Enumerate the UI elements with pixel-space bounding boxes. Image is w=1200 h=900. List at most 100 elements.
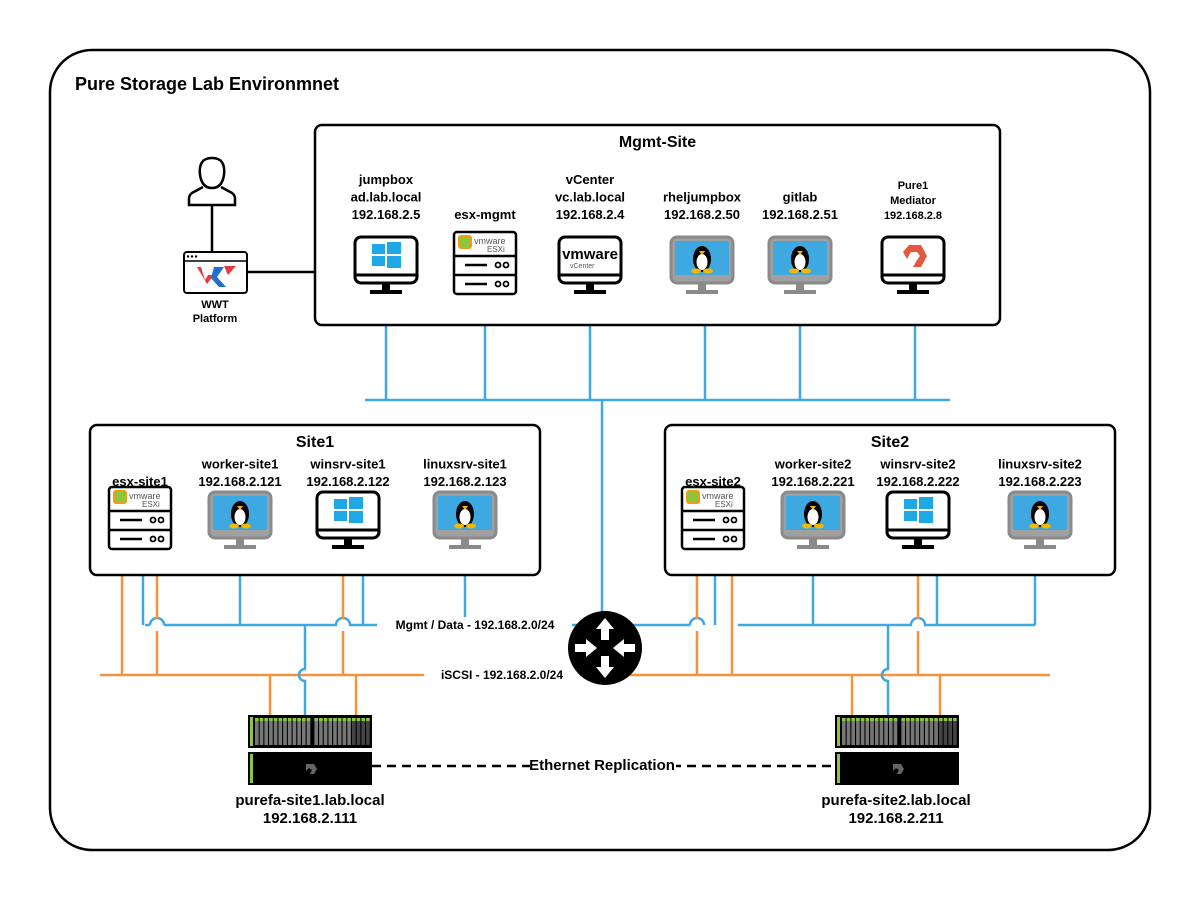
wwt-platform-label: Platform <box>193 313 238 325</box>
node-label: 192.168.2.50 <box>664 207 740 222</box>
node-esx-site2: esx-site2 <box>685 474 741 489</box>
vmware-logo: vmware <box>702 491 734 501</box>
label-bg <box>377 617 572 633</box>
node-winsrv-site1: winsrv-site1 192.168.2.122 <box>306 457 389 490</box>
site1-box <box>88 423 542 577</box>
array1-mgmt-wire <box>297 625 307 715</box>
array-label: 192.168.2.111 <box>263 810 357 827</box>
node-label: 192.168.2.222 <box>876 474 959 489</box>
node-label: vCenter <box>566 172 614 187</box>
iscsi-network-label: iSCSI - 192.168.2.0/24 <box>441 668 563 682</box>
esxi-logo-text: ESXi <box>715 500 733 509</box>
tux-icon <box>1029 501 1051 529</box>
node-label: winsrv-site1 <box>309 457 385 472</box>
array-label: purefa-site1.lab.local <box>235 792 384 809</box>
node-label: 192.168.2.223 <box>998 474 1081 489</box>
wwt-platform-label: WWT <box>201 299 229 311</box>
node-label: 192.168.2.123 <box>423 474 506 489</box>
node-worker-site2: worker-site2 192.168.2.221 <box>771 457 854 490</box>
node-label: 192.168.2.121 <box>198 474 281 489</box>
linux-monitor-icon <box>432 490 498 549</box>
windows-monitor-icon <box>353 235 419 294</box>
node-label: 192.168.2.122 <box>306 474 389 489</box>
linux-monitor-icon <box>207 490 273 549</box>
person-icon <box>187 156 237 207</box>
node-label: 192.168.2.51 <box>762 207 838 222</box>
tux-icon <box>229 501 251 529</box>
node-label: vc.lab.local <box>555 190 625 205</box>
node-label: linuxsrv-site1 <box>423 457 507 472</box>
node-gitlab: gitlab 192.168.2.51 <box>762 190 838 223</box>
router-icon <box>568 611 642 685</box>
node-label: linuxsrv-site2 <box>998 457 1082 472</box>
node-linuxsrv-site2: linuxsrv-site2 192.168.2.223 <box>998 457 1082 490</box>
vmware-logo: vmware <box>129 491 161 501</box>
mgmt-network-label: Mgmt / Data - 192.168.2.0/24 <box>396 618 555 632</box>
esxi-logo-text: ESXi <box>142 500 160 509</box>
esxi-logo-text: ESXi <box>487 245 505 254</box>
flasharray-icon <box>835 715 959 785</box>
arrow <box>596 656 614 678</box>
node-label: Mediator <box>890 195 937 207</box>
pure-storage-logo <box>306 764 317 774</box>
tux-icon <box>691 246 713 274</box>
node-label: esx-mgmt <box>454 207 516 222</box>
array2-mgmt-wire <box>880 625 890 715</box>
vsphere-logo <box>686 490 700 504</box>
wwt-browser-icon <box>183 251 248 294</box>
mgmt-site-box-title: Mgmt-Site <box>619 134 696 151</box>
node-label: jumpbox <box>358 172 414 187</box>
tux-icon <box>454 501 476 529</box>
label-bg <box>530 757 676 775</box>
tux-icon <box>802 501 824 529</box>
node-esx-site1: esx-site1 <box>112 474 168 489</box>
node-label: esx-site2 <box>685 474 741 489</box>
vsphere-logo <box>113 490 127 504</box>
label-bg <box>424 667 580 683</box>
arrow <box>613 639 635 657</box>
mgmt-site-box <box>313 123 1002 327</box>
node-label: worker-site1 <box>201 457 279 472</box>
pure-storage-logo <box>903 245 927 267</box>
node-label: 192.168.2.8 <box>884 210 942 222</box>
node-label: esx-site1 <box>112 474 168 489</box>
node-vcenter: vCenter vc.lab.local 192.168.2.4 <box>555 172 625 222</box>
node-label: gitlab <box>783 190 818 205</box>
node-esx-mgmt: esx-mgmt <box>454 207 516 222</box>
vsphere-logo <box>458 235 472 249</box>
array-label: 192.168.2.211 <box>848 810 943 827</box>
node-label: Pure1 <box>898 180 929 192</box>
site1-box-title: Site1 <box>296 434 334 451</box>
node-label: rheljumpbox <box>663 190 742 205</box>
vmware-logo: vmware <box>474 236 506 246</box>
windows-monitor-icon <box>315 490 381 549</box>
replication-label: Ethernet Replication <box>529 757 675 774</box>
array-label: purefa-site2.lab.local <box>821 792 970 809</box>
linux-monitor-icon <box>767 235 833 294</box>
flasharray-icon <box>248 715 372 785</box>
node-label: 192.168.2.4 <box>556 207 625 222</box>
pure-storage-monitor-icon <box>880 235 946 294</box>
windows-monitor-icon <box>885 490 951 549</box>
node-label: worker-site2 <box>774 457 852 472</box>
node-rheljumpbox: rheljumpbox 192.168.2.50 <box>663 190 742 223</box>
site2-box-title: Site2 <box>871 434 909 451</box>
arrow <box>596 618 614 640</box>
diagram-title: Pure Storage Lab Environmnet <box>75 74 339 94</box>
node-linuxsrv-site1: linuxsrv-site1 192.168.2.123 <box>423 457 507 490</box>
node-label: 192.168.2.221 <box>771 474 854 489</box>
arrow <box>575 639 597 657</box>
tux-icon <box>789 246 811 274</box>
linux-monitor-icon <box>669 235 735 294</box>
linux-monitor-icon <box>780 490 846 549</box>
node-label: winsrv-site2 <box>879 457 955 472</box>
linux-monitor-icon <box>1007 490 1073 549</box>
node-worker-site1: worker-site1 192.168.2.121 <box>198 457 281 490</box>
